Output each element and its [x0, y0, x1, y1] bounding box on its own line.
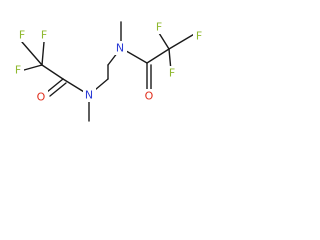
bond-c1-f1	[21, 41, 43, 66]
atom-o1: O	[35, 90, 48, 104]
atom-label-layer: F F F O N N O	[12, 20, 205, 104]
atom-f1: F	[16, 28, 28, 42]
atom-label-f3: F	[15, 64, 21, 77]
atom-f3: F	[12, 63, 24, 77]
atom-f4: F	[153, 20, 165, 34]
atom-o2: O	[143, 89, 156, 103]
atom-label-n2: N	[116, 42, 124, 55]
bond-c6-f4	[158, 32, 170, 50]
atom-label-f1: F	[19, 29, 25, 42]
atom-label-f5: F	[196, 30, 202, 43]
atom-label-o2: O	[145, 90, 154, 103]
molecule-structure-diagram: F F F O N N O	[12, 20, 205, 122]
atom-f2: F	[38, 28, 50, 42]
bond-c1-c2	[41, 64, 64, 80]
bond-c5-c6	[146, 48, 170, 64]
bond-c1-f3	[23, 64, 43, 71]
atom-n2: N	[114, 41, 127, 55]
atom-label-f4: F	[156, 21, 162, 34]
bond-c1-f2	[41, 41, 45, 66]
atom-f6: F	[166, 66, 178, 80]
bond-c6-f5	[168, 32, 197, 50]
atom-f5: F	[193, 29, 205, 43]
bond-c2-o1-b	[49, 82, 67, 97]
bond-c2-o1-a	[46, 78, 64, 93]
atom-label-f2: F	[41, 29, 47, 42]
atom-label-f6: F	[169, 67, 175, 80]
atom-label-o1: O	[37, 91, 46, 104]
atom-label-n1: N	[85, 89, 93, 102]
atom-n1: N	[83, 88, 96, 102]
